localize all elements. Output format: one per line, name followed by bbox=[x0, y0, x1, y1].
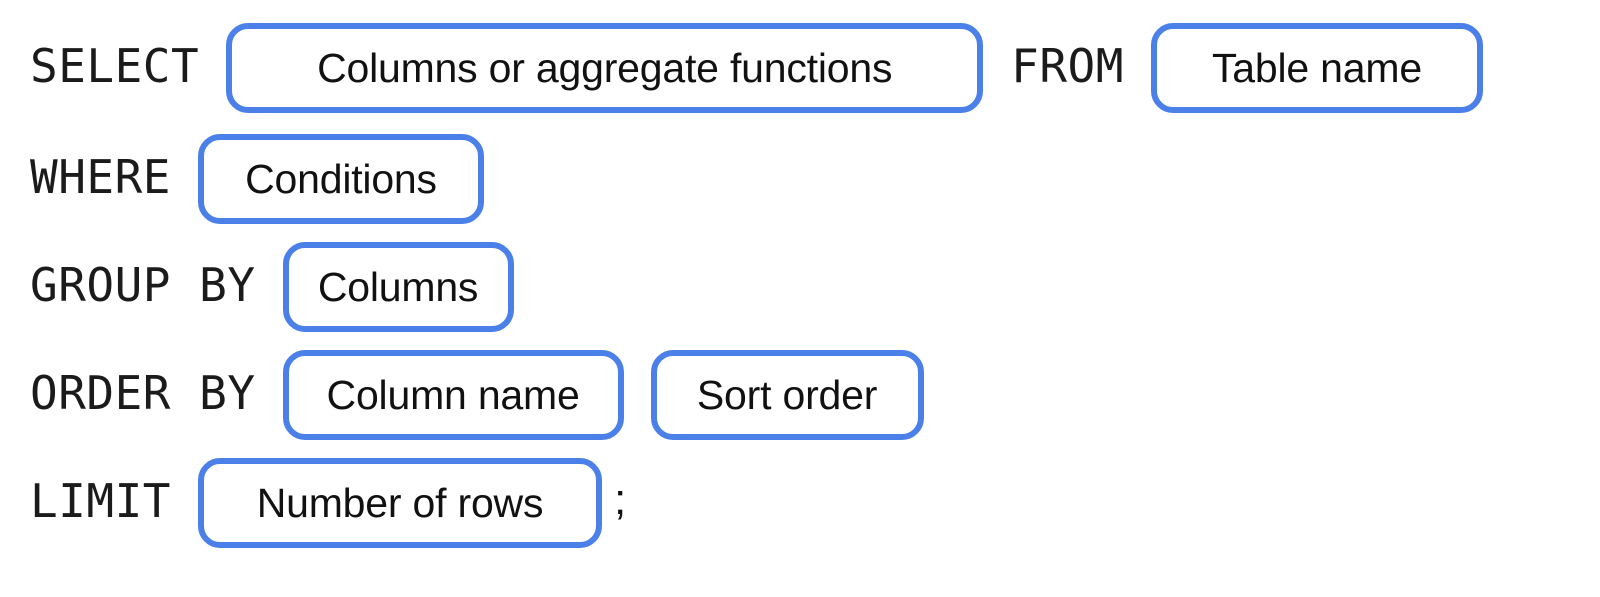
keyword-order-by: ORDER BY bbox=[30, 366, 256, 420]
slot-label: Number of rows bbox=[256, 479, 544, 526]
slot-conditions[interactable]: Conditions bbox=[197, 134, 484, 224]
clause-row-limit: LIMIT Number of rows ; bbox=[30, 455, 626, 551]
keyword-from: FROM bbox=[1011, 39, 1124, 93]
clause-row-order-by: ORDER BY Column name Sort order bbox=[30, 347, 924, 443]
slot-label: Columns or aggregate functions bbox=[317, 44, 893, 91]
slot-label: Conditions bbox=[245, 155, 437, 202]
slot-order-by-column-name[interactable]: Column name bbox=[282, 350, 624, 440]
keyword-where: WHERE bbox=[30, 150, 171, 204]
keyword-group-by: GROUP BY bbox=[30, 258, 256, 312]
slot-number-of-rows[interactable]: Number of rows bbox=[197, 458, 602, 548]
keyword-select: SELECT bbox=[30, 39, 200, 93]
slot-label: Table name bbox=[1211, 44, 1422, 91]
slot-table-name[interactable]: Table name bbox=[1150, 23, 1483, 113]
slot-label: Column name bbox=[326, 371, 580, 418]
slot-label: Columns bbox=[317, 263, 479, 310]
slot-group-by-columns[interactable]: Columns bbox=[282, 242, 514, 332]
clause-row-group-by: GROUP BY Columns bbox=[30, 239, 514, 335]
clause-row-select: SELECT Columns or aggregate functions FR… bbox=[30, 20, 1483, 116]
keyword-limit: LIMIT bbox=[30, 474, 171, 528]
statement-terminator-semicolon: ; bbox=[613, 475, 627, 524]
slot-sort-order[interactable]: Sort order bbox=[650, 350, 924, 440]
slot-columns-or-aggregate-functions[interactable]: Columns or aggregate functions bbox=[226, 23, 984, 113]
clause-row-where: WHERE Conditions bbox=[30, 131, 484, 227]
slot-label: Sort order bbox=[696, 371, 878, 418]
